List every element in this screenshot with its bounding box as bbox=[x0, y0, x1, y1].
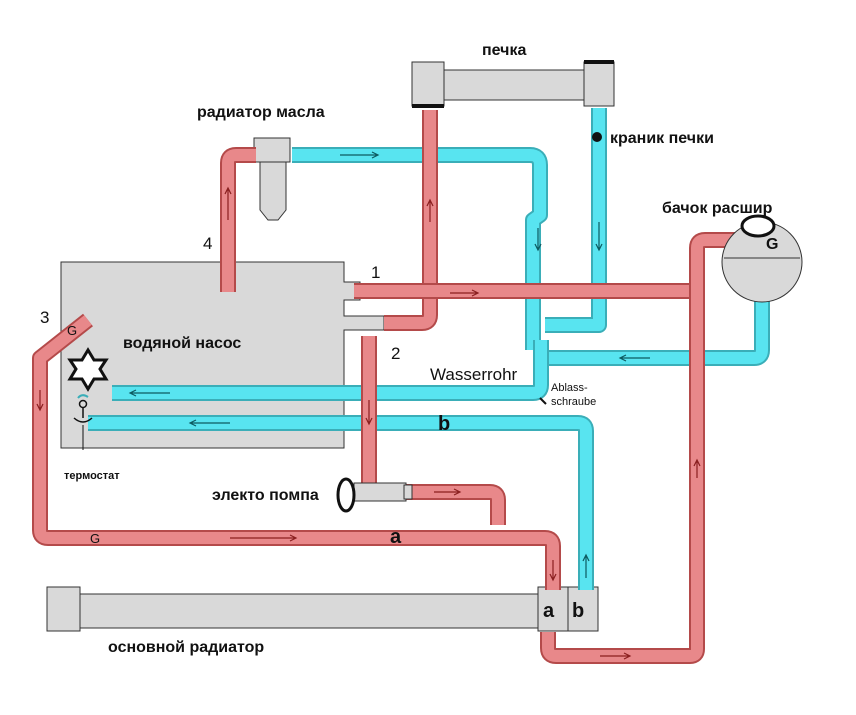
electro-pump-icon bbox=[336, 477, 356, 513]
oil-cooler-label: радиатор масла bbox=[197, 104, 325, 121]
marker-g-tank: G bbox=[766, 236, 778, 253]
heater-tap-label: краник печки bbox=[610, 130, 714, 147]
marker-2: 2 bbox=[391, 344, 400, 363]
cold-pipes bbox=[88, 108, 770, 590]
ablass-label-2: schraube bbox=[551, 396, 596, 408]
engine-block bbox=[60, 261, 385, 449]
marker-a-port: a bbox=[543, 600, 555, 622]
marker-a-pipe: a bbox=[390, 526, 402, 548]
water-pump-star-icon bbox=[67, 347, 109, 392]
water-pump-label: водяной насос bbox=[123, 335, 241, 352]
expansion-tank-label: бачок расшир bbox=[662, 200, 773, 217]
heater-tap-icon[interactable] bbox=[592, 132, 602, 142]
marker-g-bottom: G bbox=[90, 531, 100, 546]
drain-screw-icon bbox=[539, 397, 547, 405]
marker-4: 4 bbox=[203, 234, 212, 253]
marker-g-pump: G bbox=[67, 323, 77, 338]
expansion-tank bbox=[721, 214, 803, 303]
flow-arrows bbox=[36, 151, 701, 660]
marker-1: 1 bbox=[371, 263, 380, 282]
heater-core bbox=[411, 60, 615, 108]
oil-cooler bbox=[253, 137, 291, 221]
marker-3: 3 bbox=[40, 308, 49, 327]
ablass-label-1: Ablass- bbox=[551, 382, 588, 394]
main-radiator bbox=[46, 586, 599, 632]
marker-b-pipe: b bbox=[438, 413, 450, 435]
electro-pump-outlet bbox=[403, 484, 413, 500]
main-radiator-label: основной радиатор bbox=[108, 639, 264, 656]
thermostat-label: термостат bbox=[64, 470, 120, 482]
electro-pump-label: электо помпа bbox=[212, 487, 319, 504]
wasserrohr-label: Wasserrohr bbox=[430, 365, 518, 384]
heater-label: печка bbox=[482, 42, 526, 59]
marker-b-port: b bbox=[572, 600, 584, 622]
electro-pump-body bbox=[353, 482, 407, 502]
thermostat-icon bbox=[73, 394, 93, 450]
